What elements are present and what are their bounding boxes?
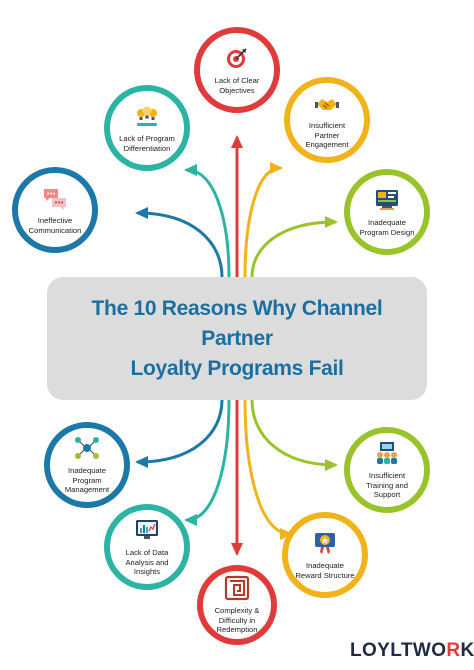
- reason-node-insufficient-training-and-support: Insufficient Training and Support: [344, 427, 430, 513]
- arrow-to-insufficient-training-and-support: [250, 398, 338, 471]
- maze-icon: [224, 575, 250, 601]
- reason-label: Inadequate Reward Structure: [295, 561, 355, 580]
- reason-node-inadequate-program-design: Inadequate Program Design: [344, 169, 430, 255]
- arrow-to-lack-of-clear-objectives: [231, 135, 243, 279]
- arrow-to-lack-of-data-analysis-and-insights: [184, 398, 231, 526]
- chat-bubbles-icon: [42, 185, 68, 211]
- lightbulbs-icon: [134, 103, 160, 129]
- reason-label: Insufficient Partner Engagement: [305, 121, 349, 150]
- handshake-icon: [314, 90, 340, 116]
- reason-label: Lack of Data Analysis and Insights: [125, 548, 169, 577]
- arrow-to-inadequate-reward-structure: [243, 398, 293, 540]
- reward-badge-icon: [312, 530, 338, 556]
- reason-node-lack-of-program-differentiation: Lack of Program Differentiation: [104, 85, 190, 171]
- reason-label: Ineffective Communication: [28, 216, 82, 235]
- reason-node-insufficient-partner-engagement: Insufficient Partner Engagement: [284, 77, 370, 163]
- reason-label: Lack of Clear Objectives: [214, 76, 260, 95]
- reason-label: Insufficient Training and Support: [366, 471, 408, 500]
- reason-label: Inadequate Program Management: [64, 466, 110, 495]
- loyltworks-logo: LOYLTWORKS: [350, 640, 474, 661]
- arrow-to-inadequate-program-management: [135, 398, 224, 468]
- reason-node-complexity-and-difficulty-in-redemption: Complexity & Difficulty in Redemption: [197, 565, 277, 645]
- reason-node-lack-of-data-analysis-and-insights: Lack of Data Analysis and Insights: [104, 504, 190, 590]
- main-title-line-2: Loyalty Programs Fail: [130, 356, 344, 380]
- reason-label: Complexity & Difficulty in Redemption: [214, 606, 260, 635]
- reason-node-lack-of-clear-objectives: Lack of Clear Objectives: [194, 27, 280, 113]
- arrow-to-lack-of-program-differentiation: [184, 164, 231, 279]
- reason-label: Inadequate Program Design: [359, 218, 415, 237]
- reason-node-inadequate-program-management: Inadequate Program Management: [44, 422, 130, 508]
- reason-node-inadequate-reward-structure: Inadequate Reward Structure: [282, 512, 368, 598]
- design-board-icon: [374, 187, 400, 213]
- arrow-to-insufficient-partner-engagement: [243, 162, 283, 279]
- main-title: The 10 Reasons Why Channel Partner Loyal…: [47, 294, 427, 384]
- main-title-line-1: The 10 Reasons Why Channel Partner: [91, 296, 383, 350]
- analytics-screen-icon: [134, 517, 160, 543]
- network-management-icon: [74, 435, 100, 461]
- reason-label: Lack of Program Differentiation: [119, 134, 175, 153]
- arrow-to-complexity-and-difficulty-in-redemption: [231, 398, 243, 556]
- arrow-to-ineffective-communication: [135, 207, 224, 279]
- training-group-icon: [374, 440, 400, 466]
- arrow-to-inadequate-program-design: [250, 216, 338, 279]
- target-icon: [224, 45, 250, 71]
- center-title-box: The 10 Reasons Why Channel Partner Loyal…: [47, 277, 427, 400]
- reason-node-ineffective-communication: Ineffective Communication: [12, 167, 98, 253]
